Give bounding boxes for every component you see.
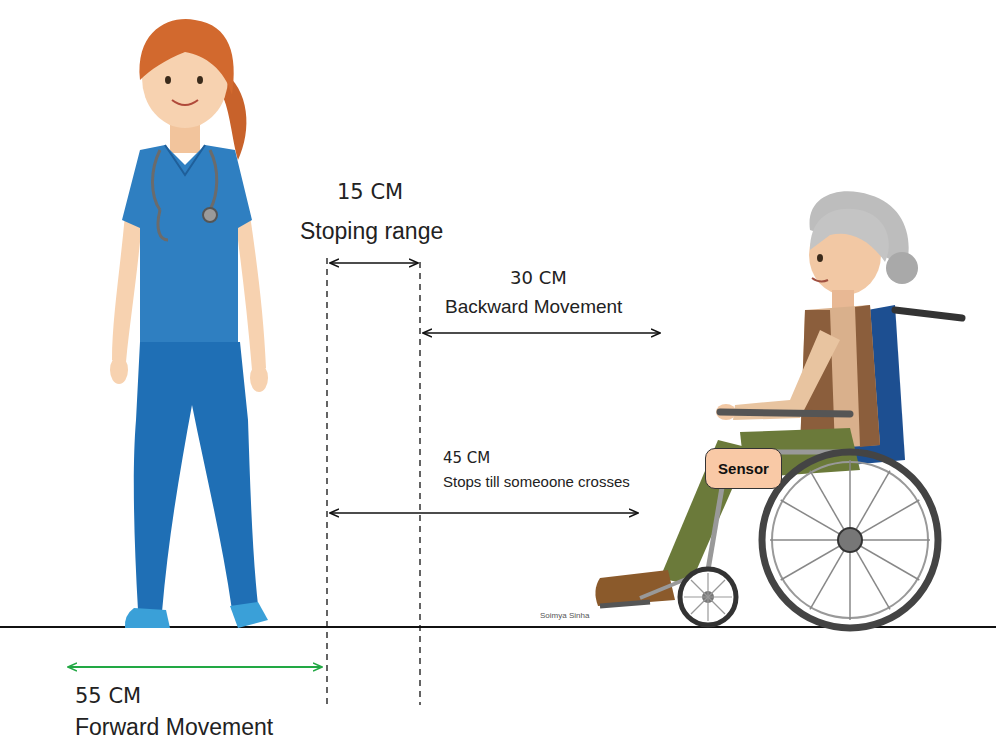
dimension-caption: Stoping range [300,218,443,244]
dimension-arrow [68,666,322,668]
sensor-label: Sensor [718,460,769,477]
watermark: Soimya Sinha [540,611,589,620]
dimension-arrow [330,262,418,264]
dimension-value: 30 CM [510,268,567,289]
dimension-caption: Backward Movement [445,296,622,318]
dimension-caption: Forward Movement [75,714,273,740]
dimension-value: 55 CM [75,684,141,708]
dimension-arrow [330,512,638,514]
dimension-caption: Stops till someoone crosses [443,473,630,490]
sensor-box: Sensor [705,448,782,489]
guide-line [419,262,420,705]
guide-line [326,258,327,705]
dimension-value: 15 CM [337,180,403,204]
wheelchair-figure [595,191,962,628]
dimension-arrow [423,332,660,334]
dimension-value: 45 CM [443,450,490,467]
nurse-figure [110,19,268,628]
